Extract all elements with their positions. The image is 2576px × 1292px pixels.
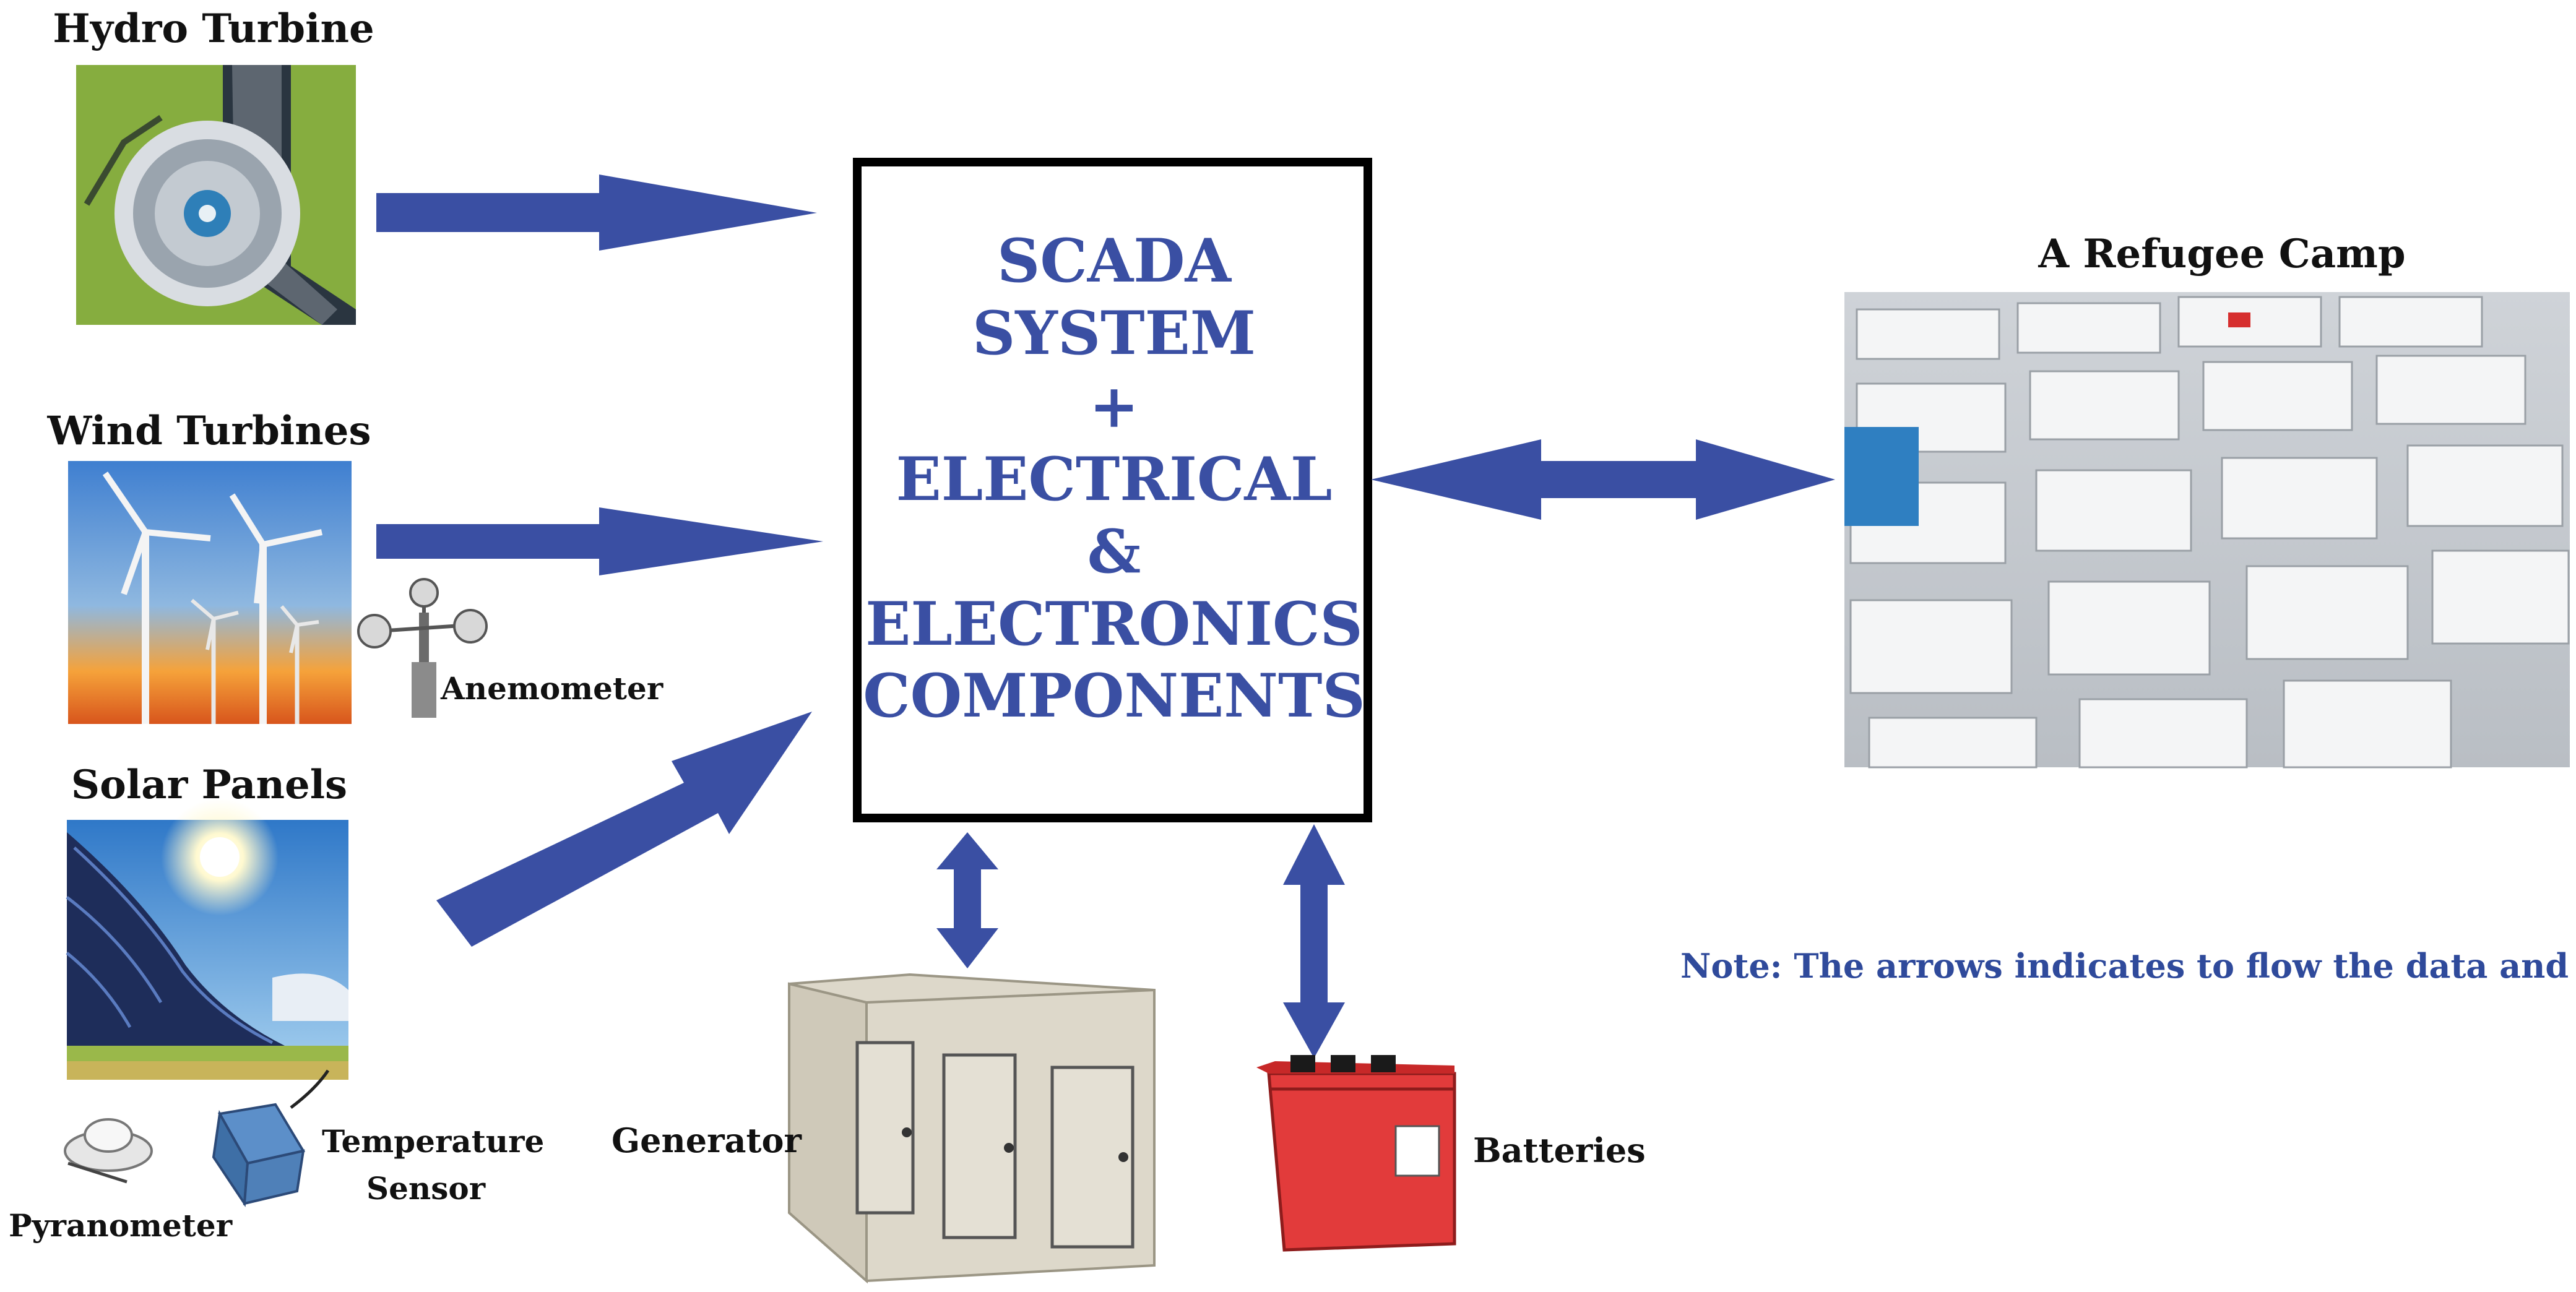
hydro-turbine-photo (76, 65, 356, 325)
solar-to-scada-arrow (436, 712, 812, 947)
scada-camp-double-arrow (1371, 439, 1835, 520)
pyranometer-icon (64, 1118, 153, 1184)
wind-turbines-photo (68, 461, 352, 724)
hydro-turbine-label: Hydro Turbine (53, 6, 374, 52)
refugee-camp-photo (1844, 292, 2570, 769)
generator-icon (788, 973, 1156, 1284)
battery-icon (1256, 1055, 1456, 1252)
wind-to-scada-arrow (376, 507, 823, 575)
scada-line-4: ELECTRICAL (896, 444, 1333, 514)
scada-line-3: + (1089, 371, 1139, 441)
scada-line-2: SYSTEM (972, 298, 1256, 368)
scada-text: SCADA SYSTEM + ELECTRICAL & ELECTRONICS … (863, 226, 1365, 731)
anemometer-label: Anemometer (440, 670, 663, 707)
temperature-sensor-label-line2: Sensor (366, 1170, 486, 1207)
generator-label: Generator (612, 1121, 802, 1160)
scada-line-6: ELECTRONICS (865, 589, 1362, 659)
scada-batteries-double-arrow (1283, 824, 1345, 1058)
batteries-label: Batteries (1473, 1130, 1646, 1170)
scada-box (853, 158, 1372, 822)
scada-generator-double-arrow (936, 832, 998, 968)
scada-line-5: & (1087, 517, 1141, 587)
scada-line-7: COMPONENTS (863, 661, 1365, 731)
refugee-camp-label: A Refugee Camp (2038, 231, 2405, 277)
temperature-sensor-icon (212, 1069, 330, 1207)
flow-note: Note: The arrows indicates to flow the d… (1680, 946, 2576, 986)
pyranometer-label: Pyranometer (9, 1207, 233, 1244)
hydro-to-scada-arrow (376, 174, 817, 251)
wind-turbines-label: Wind Turbines (47, 408, 371, 454)
solar-panels-photo (66, 798, 348, 1080)
scada-line-1: SCADA (997, 226, 1232, 296)
temperature-sensor-label-line1: Temperature (322, 1123, 544, 1160)
anemometer-icon (357, 578, 488, 718)
